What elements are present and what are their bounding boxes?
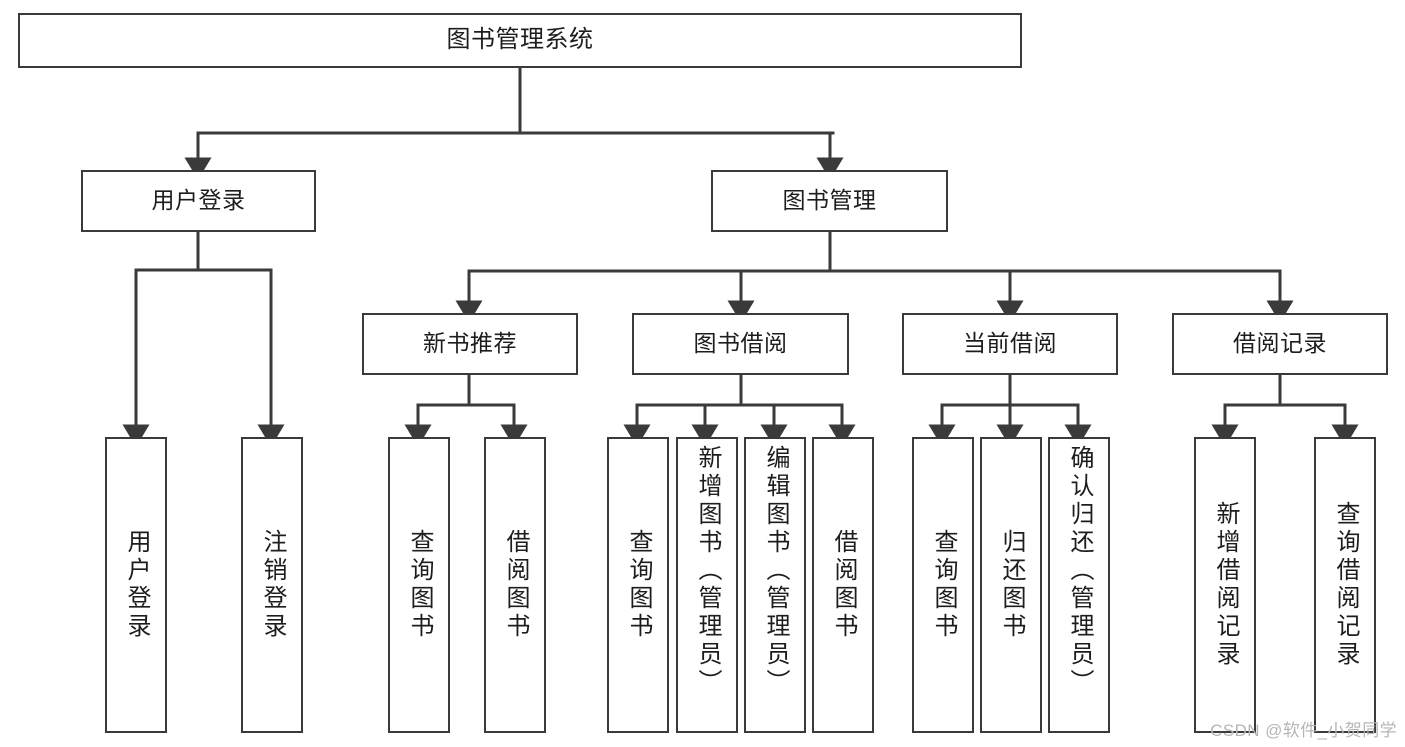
node-book-manage-label: 图书管理 xyxy=(782,187,877,214)
node-leaf-confirm-return-label: 确认归还（管理员） xyxy=(1066,445,1093,697)
node-new-book-rec[interactable]: 新书推荐 xyxy=(362,313,578,375)
node-leaf-query-record-label: 查询借阅记录 xyxy=(1332,501,1359,669)
node-leaf-user-login-label: 用户登录 xyxy=(123,529,150,641)
node-leaf-borrow-book-2-label: 借阅图书 xyxy=(830,529,857,641)
node-leaf-return-book-label: 归还图书 xyxy=(998,529,1025,641)
node-leaf-edit-book-label: 编辑图书（管理员） xyxy=(762,445,789,697)
node-root-label: 图书管理系统 xyxy=(446,26,594,54)
node-root[interactable]: 图书管理系统 xyxy=(18,13,1022,68)
node-leaf-add-book-label: 新增图书（管理员） xyxy=(694,445,721,697)
node-book-manage[interactable]: 图书管理 xyxy=(711,170,948,232)
node-leaf-query-book-1-label: 查询图书 xyxy=(406,529,433,641)
node-current-borrow-label: 当前借阅 xyxy=(963,330,1057,357)
csdn-watermark: CSDN @软件_小贺同学 xyxy=(1210,721,1397,740)
node-leaf-user-login[interactable]: 用户登录 xyxy=(105,437,167,733)
node-user-login[interactable]: 用户登录 xyxy=(81,170,316,232)
node-book-borrow-label: 图书借阅 xyxy=(693,330,788,357)
node-leaf-add-record-label: 新增借阅记录 xyxy=(1212,501,1239,669)
node-borrow-record[interactable]: 借阅记录 xyxy=(1172,313,1388,375)
node-borrow-record-label: 借阅记录 xyxy=(1233,330,1327,357)
node-leaf-logout-label: 注销登录 xyxy=(259,529,286,641)
node-leaf-query-book-3[interactable]: 查询图书 xyxy=(912,437,974,733)
node-leaf-query-book-1[interactable]: 查询图书 xyxy=(388,437,450,733)
node-leaf-borrow-book-1-label: 借阅图书 xyxy=(502,529,529,641)
node-leaf-edit-book[interactable]: 编辑图书（管理员） xyxy=(744,437,806,733)
node-leaf-logout[interactable]: 注销登录 xyxy=(241,437,303,733)
node-leaf-query-book-2-label: 查询图书 xyxy=(625,529,652,641)
node-leaf-borrow-book-1[interactable]: 借阅图书 xyxy=(484,437,546,733)
node-leaf-return-book[interactable]: 归还图书 xyxy=(980,437,1042,733)
node-new-book-rec-label: 新书推荐 xyxy=(423,330,517,357)
node-leaf-query-book-2[interactable]: 查询图书 xyxy=(607,437,669,733)
node-leaf-query-book-3-label: 查询图书 xyxy=(930,529,957,641)
node-leaf-query-record[interactable]: 查询借阅记录 xyxy=(1314,437,1376,733)
node-leaf-add-record[interactable]: 新增借阅记录 xyxy=(1194,437,1256,733)
node-leaf-confirm-return[interactable]: 确认归还（管理员） xyxy=(1048,437,1110,733)
node-user-login-label: 用户登录 xyxy=(151,187,246,214)
node-current-borrow[interactable]: 当前借阅 xyxy=(902,313,1118,375)
node-leaf-borrow-book-2[interactable]: 借阅图书 xyxy=(812,437,874,733)
node-leaf-add-book[interactable]: 新增图书（管理员） xyxy=(676,437,738,733)
node-book-borrow[interactable]: 图书借阅 xyxy=(632,313,849,375)
